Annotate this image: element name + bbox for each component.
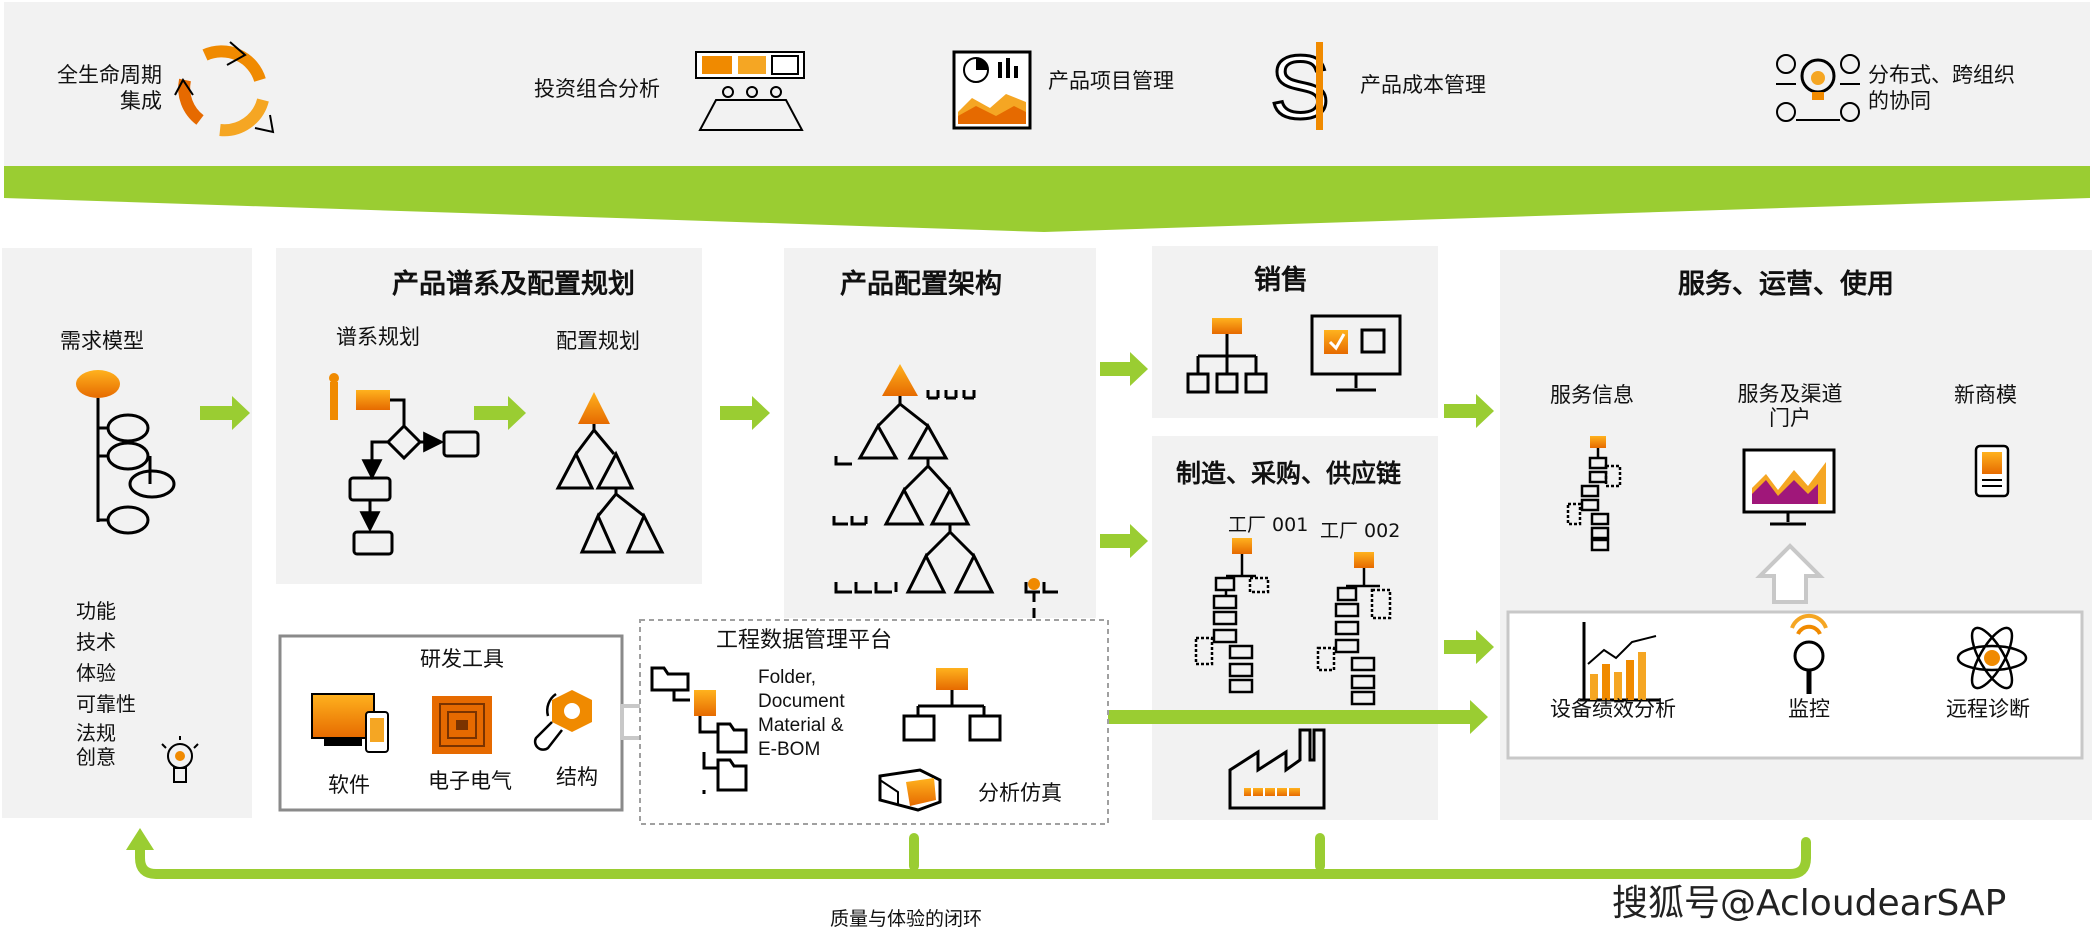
architecture-title: 产品配置架构 xyxy=(840,269,1002,300)
factory-icon xyxy=(1228,728,1326,810)
architecture-tree-icon xyxy=(832,364,1058,594)
requirement-item: 技术 xyxy=(76,630,116,654)
edm-item: Document xyxy=(758,691,845,712)
equipment-performance-label: 设备绩效分析 xyxy=(1550,697,1676,721)
collaboration-label: 分布式、跨组织 的协同 xyxy=(1868,62,2015,114)
electronic-chip-icon xyxy=(432,696,492,754)
recycle-arrows-icon xyxy=(174,41,275,137)
structure-label: 结构 xyxy=(556,765,598,789)
cost-management-label: 产品成本管理 xyxy=(1360,73,1486,97)
requirement-item: 体验 xyxy=(76,661,116,685)
collaboration-people-icon xyxy=(1776,54,1860,122)
lifecycle-label-line1: 全生命周期 xyxy=(57,63,162,87)
top-green-band xyxy=(4,166,2090,232)
requirements-list: 功能 技术 体验 可靠性 法规 创意 xyxy=(76,596,136,768)
rd-tools-title: 研发工具 xyxy=(420,647,504,671)
plant2-bom-tree-icon xyxy=(1316,552,1392,706)
requirement-item: 可靠性 xyxy=(76,692,136,716)
lineage-planning-label: 谱系规划 xyxy=(336,325,420,349)
lineage-flowchart-icon xyxy=(329,373,480,556)
service-portal-label-line2: 门户 xyxy=(1769,406,1811,430)
configuration-tree-icon xyxy=(555,392,665,554)
planning-title: 产品谱系及配置规划 xyxy=(392,269,635,300)
top-banner xyxy=(4,2,2090,166)
service-info-tree-icon xyxy=(1566,436,1622,552)
electrical-label: 电子电气 xyxy=(428,769,512,793)
edm-title: 工程数据管理平台 xyxy=(716,628,893,653)
service-portal-label: 服务及渠道 门户 xyxy=(1730,382,1850,430)
configuration-planning-label: 配置规划 xyxy=(556,329,640,353)
payment-terminal-icon xyxy=(1974,444,2010,498)
plant-002-label: 工厂 002 xyxy=(1320,520,1401,542)
dollar-sign-icon: S xyxy=(1268,37,1331,140)
collaboration-label-line1: 分布式、跨组织 xyxy=(1868,63,2015,87)
requirements-title: 需求模型 xyxy=(60,329,144,353)
edm-item: Folder, xyxy=(758,667,817,688)
portfolio-analysis-label: 投资组合分析 xyxy=(534,77,660,101)
manufacturing-title: 制造、采购、供应链 xyxy=(1176,459,1402,488)
sales-title: 销售 xyxy=(1254,265,1308,296)
remote-diagnosis-label: 远程诊断 xyxy=(1946,697,2030,721)
portal-monitor-icon xyxy=(1742,448,1836,526)
architecture-panel xyxy=(784,248,1096,618)
manufacturing-panel xyxy=(1152,436,1438,820)
lightbulb-icon xyxy=(161,736,199,783)
edm-item: Material & xyxy=(758,715,844,736)
software-devices-icon xyxy=(311,693,389,753)
plant1-bom-tree-icon xyxy=(1194,538,1270,694)
sales-panel xyxy=(1152,246,1438,418)
requirement-item: 功能 xyxy=(76,599,116,623)
watermark: 搜狐号@AcloudearSAP xyxy=(1612,883,2007,924)
plant-001-label: 工厂 001 xyxy=(1228,514,1309,536)
quality-loop-label: 质量与体验的闭环 xyxy=(830,908,983,930)
remote-diagnosis-atom-icon xyxy=(1956,626,2028,690)
structure-wrench-icon xyxy=(533,690,592,751)
lifecycle-label: 全生命周期 集成 xyxy=(42,62,162,114)
software-label: 软件 xyxy=(328,773,370,797)
loop-arrowhead xyxy=(126,828,154,850)
monitoring-label: 监控 xyxy=(1788,697,1830,721)
ebom-org-chart-icon xyxy=(902,668,1002,742)
up-hollow-arrow-icon xyxy=(1755,543,1825,604)
edm-item: E-BOM xyxy=(758,739,821,760)
new-business-model-label: 新商模 xyxy=(1954,383,2017,407)
dashboard-chart-icon xyxy=(952,50,1032,130)
requirement-tree-icon xyxy=(76,370,176,535)
sales-monitor-icon xyxy=(1310,314,1402,392)
lifecycle-label-line2: 集成 xyxy=(120,89,162,113)
monitoring-magnifier-icon xyxy=(1790,613,1828,694)
sales-org-chart-icon xyxy=(1186,318,1268,394)
collaboration-label-line2: 的协同 xyxy=(1868,89,1931,113)
project-management-label: 产品项目管理 xyxy=(1048,69,1174,93)
feedback-loop xyxy=(135,833,1811,879)
architecture-node-icon xyxy=(1028,578,1040,590)
folder-tree-icon xyxy=(650,666,748,794)
edm-items: Folder, Document Material & E-BOM xyxy=(758,666,845,762)
requirement-item: 创意 xyxy=(76,745,116,769)
vr-headset-icon xyxy=(878,768,942,812)
simulation-label: 分析仿真 xyxy=(978,781,1062,805)
requirement-item: 法规 xyxy=(76,721,116,745)
service-info-label: 服务信息 xyxy=(1550,383,1634,407)
performance-chart-icon xyxy=(1580,622,1660,702)
service-title: 服务、运营、使用 xyxy=(1678,269,1894,300)
meeting-presentation-icon xyxy=(695,51,805,131)
service-portal-label-line1: 服务及渠道 xyxy=(1737,382,1843,406)
